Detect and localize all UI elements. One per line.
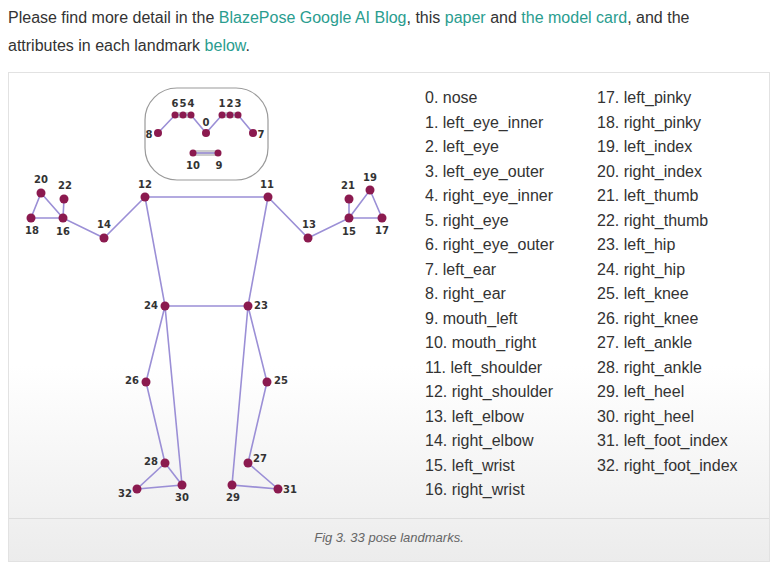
landmark-name: 19. left_index (597, 138, 692, 156)
caption-rule (9, 518, 769, 519)
landmark-name: 24. right_hip (597, 261, 685, 279)
link-text: the model card (521, 9, 627, 26)
eye-band (172, 112, 194, 118)
landmark-name: 29. left_heel (597, 383, 684, 401)
landmark-name: 20. right_index (597, 163, 702, 181)
link-text: paper (445, 9, 486, 26)
callout-number: 11 (260, 180, 274, 190)
landmark-name: 4. right_eye_inner (425, 187, 553, 205)
landmark-name: 1. left_eye_inner (425, 114, 543, 132)
callout-number: 24 (144, 301, 158, 311)
callout-number: 7 (258, 130, 265, 140)
landmark-name: 11. left_shoulder (425, 359, 542, 377)
callout-number: 9 (216, 161, 223, 171)
landmark-name: 18. right_pinky (597, 114, 701, 132)
landmark-name: 14. right_elbow (425, 432, 534, 450)
callout-number: 2 (227, 99, 234, 109)
figure-frame (9, 73, 770, 562)
callout-number: 20 (34, 175, 48, 185)
landmark-name: 26. right_knee (597, 310, 698, 328)
landmark-name: 23. left_hip (597, 236, 675, 254)
callout-number: 28 (144, 457, 158, 467)
callout-number: 18 (25, 226, 39, 236)
link-text: BlazePose Google AI Blog (219, 9, 407, 26)
landmark-name: 3. left_eye_outer (425, 163, 544, 181)
callout-number: 13 (302, 220, 316, 230)
landmark-name: 10. mouth_right (425, 334, 536, 352)
callout-number: 16 (56, 227, 70, 237)
callout-number: 8 (146, 130, 153, 140)
landmark-name: 31. left_foot_index (597, 432, 728, 450)
callout-number: 17 (375, 226, 389, 236)
callout-number: 23 (254, 301, 268, 311)
callout-number: 10 (186, 161, 200, 171)
landmark-name: 0. nose (425, 89, 477, 107)
landmark-name: 21. left_thumb (597, 187, 698, 205)
callout-number: 31 (283, 485, 297, 495)
body-text: , this (407, 9, 441, 26)
landmark-name: 6. right_eye_outer (425, 236, 554, 254)
landmark-name: 16. right_wrist (425, 481, 525, 499)
body-text: Please find more detail in the (8, 9, 214, 26)
skeleton-lines (31, 115, 382, 489)
eye-band (219, 112, 241, 118)
landmark-name: 15. left_wrist (425, 457, 515, 475)
callout-number: 5 (180, 99, 187, 109)
callout-number: 29 (226, 493, 240, 503)
mouth-band (190, 150, 221, 156)
callout-number: 15 (342, 227, 356, 237)
landmark-name: 12. right_shoulder (425, 383, 553, 401)
callout-number: 30 (175, 493, 189, 503)
landmark-name: 30. right_heel (597, 408, 694, 426)
callout-number: 6 (172, 99, 179, 109)
figure-caption: Fig 3. 33 pose landmarks. (8, 530, 770, 545)
callout-number: 12 (138, 180, 152, 190)
body-text: . (246, 37, 250, 54)
landmark-name: 9. mouth_left (425, 310, 518, 328)
callout-number: 21 (341, 181, 355, 191)
callout-number: 1 (219, 99, 226, 109)
callout-number: 4 (188, 99, 195, 109)
landmark-name: 28. right_ankle (597, 359, 702, 377)
landmark-name: 17. left_pinky (597, 89, 691, 107)
landmark-name: 25. left_knee (597, 285, 689, 303)
landmark-dots (27, 112, 387, 494)
callout-number: 22 (58, 181, 72, 191)
landmark-name: 13. left_elbow (425, 408, 524, 426)
landmark-name: 32. right_foot_index (597, 457, 738, 475)
landmark-name: 22. right_thumb (597, 212, 708, 230)
callout-number: 3 (235, 99, 242, 109)
landmark-name: 27. left_ankle (597, 334, 692, 352)
callout-number: 27 (253, 454, 267, 464)
landmark-name: 7. left_ear (425, 261, 496, 279)
callout-number: 26 (125, 376, 139, 386)
callout-number: 32 (118, 489, 132, 499)
landmark-name: 2. left_eye (425, 138, 499, 156)
callout-number: 0 (203, 118, 210, 128)
intro-paragraph: Please find more detail in the BlazePose … (8, 4, 753, 60)
link-text: below (205, 37, 246, 54)
callout-number: 19 (363, 173, 377, 183)
callout-number: 25 (274, 376, 288, 386)
face-outline (145, 88, 268, 180)
landmark-name: 5. right_eye (425, 212, 509, 230)
callout-number: 14 (97, 220, 111, 230)
landmark-name: 8. right_ear (425, 285, 506, 303)
body-text: and (490, 9, 517, 26)
